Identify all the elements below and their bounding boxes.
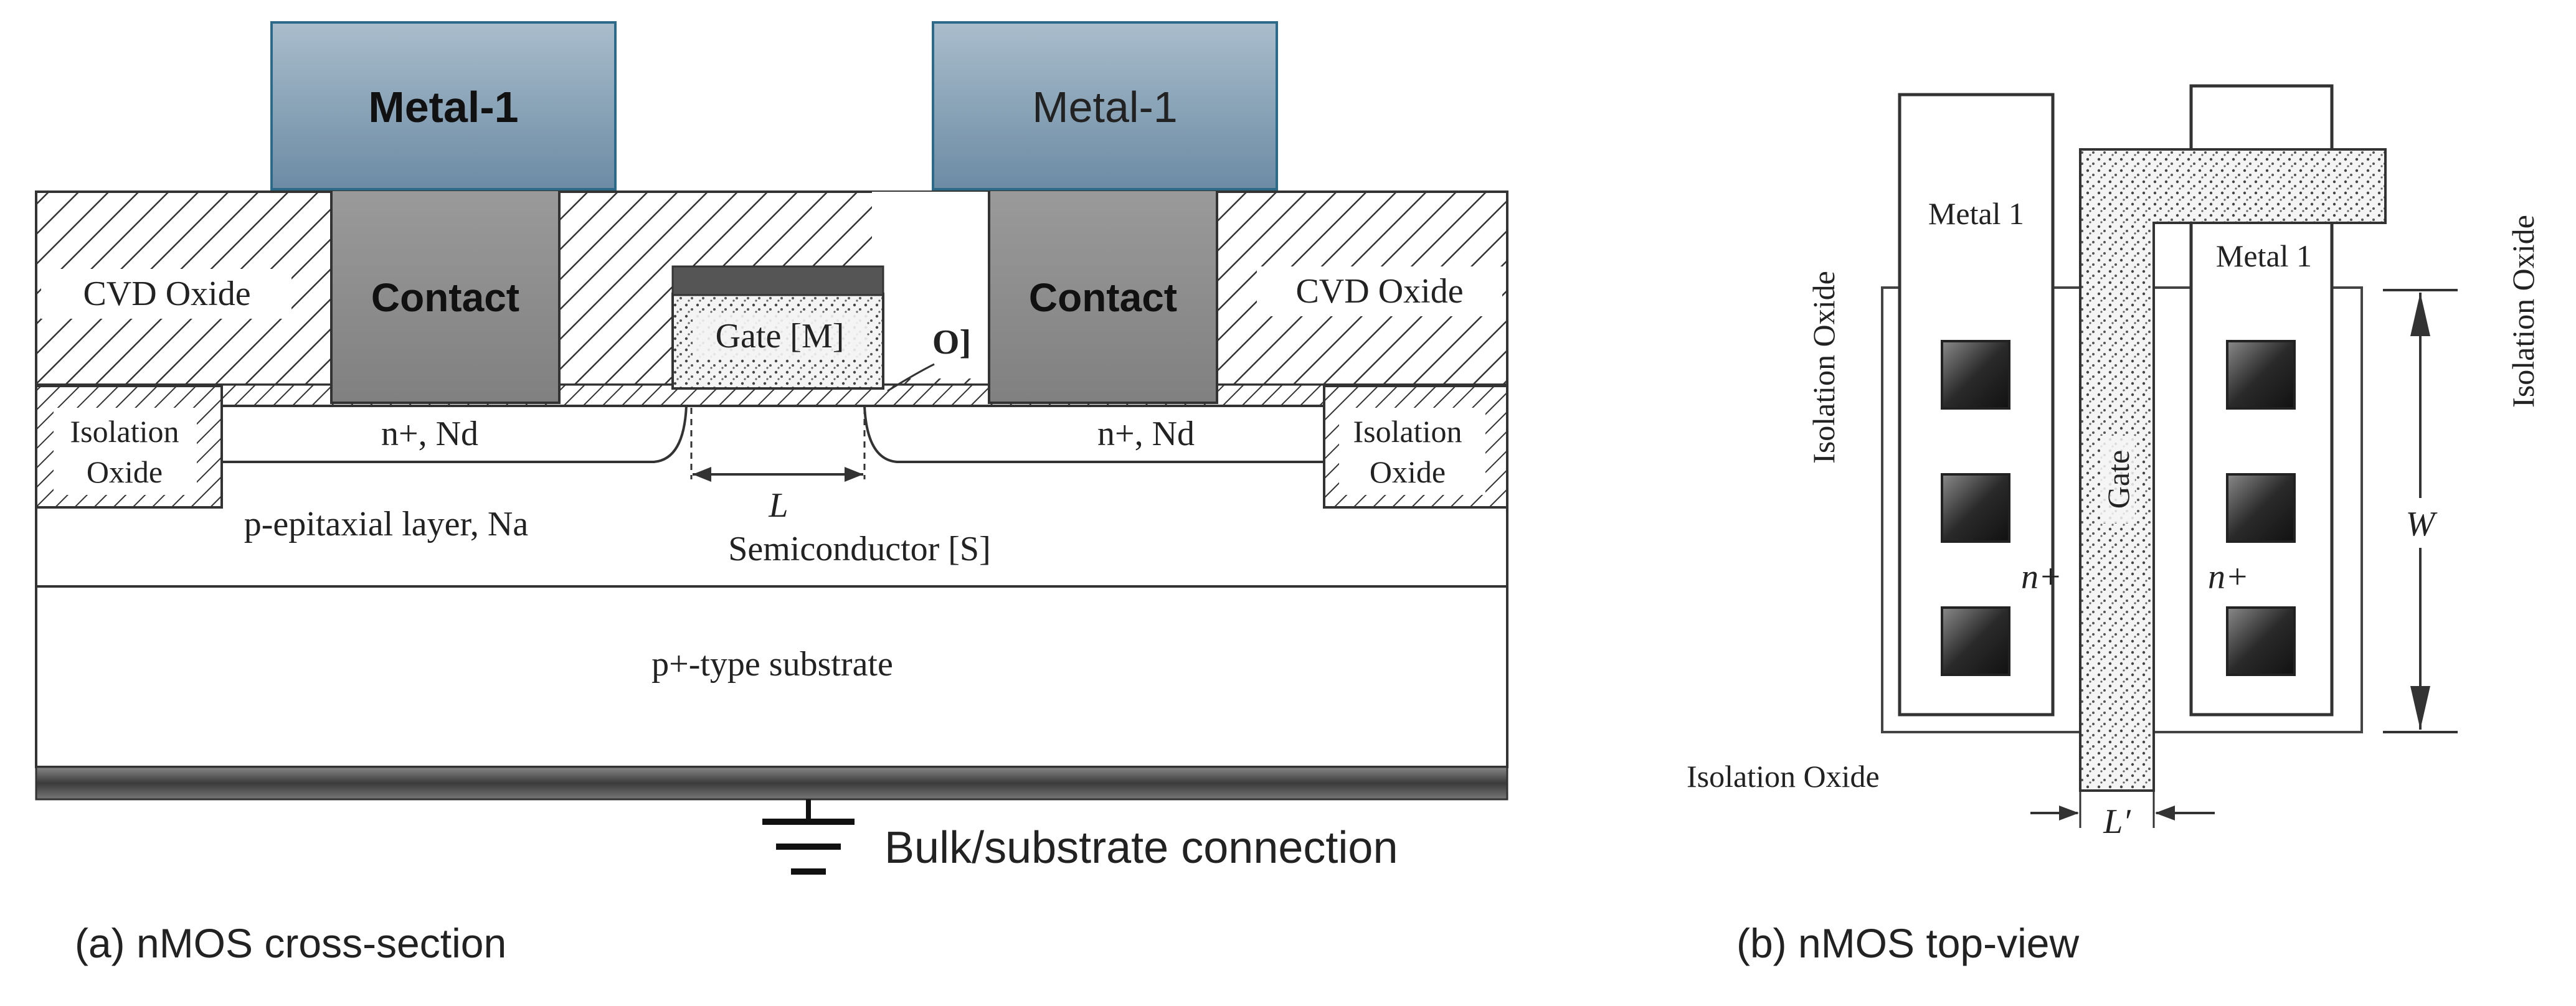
gate-label: Gate [M]	[716, 317, 845, 355]
cvd-oxide-right-label: CVD Oxide	[1295, 272, 1463, 311]
cvd-right-bg	[1257, 266, 1502, 316]
channel-arrow-head-left	[693, 467, 711, 482]
gate-label-bg	[693, 314, 867, 358]
n-plus-left	[220, 405, 688, 463]
contact-right	[988, 189, 1218, 404]
isolation-right-label-2: Oxide	[1370, 454, 1446, 489]
contact-pad-left-1	[1941, 340, 2010, 410]
metal-1-left-label: Metal-1	[368, 83, 518, 131]
contact-pad-left-3	[1941, 606, 2010, 676]
n-plus-right	[863, 405, 1325, 463]
contact-pad-left-2	[1941, 473, 2010, 543]
substrate-body	[35, 585, 1508, 768]
isolation-right-label-1: Isolation	[1353, 414, 1462, 449]
isolation-left-label-2: Oxide	[87, 454, 163, 489]
metal-1-left-strip-label: Metal 1	[1928, 196, 2024, 231]
width-label: W	[2406, 505, 2438, 543]
caption-cross-section: (a) nMOS cross-section	[75, 920, 506, 966]
isolation-label-bg-left	[54, 408, 197, 495]
gate-label-bg-top	[2100, 436, 2135, 523]
contact-left-label: Contact	[371, 275, 519, 320]
ground-icon	[762, 799, 855, 875]
oxide-opening	[872, 192, 990, 378]
gate-length-label: L′	[2103, 802, 2131, 841]
isolation-label-bg-right	[1339, 408, 1485, 495]
metal-1-right-strip-label: Metal 1	[2216, 238, 2312, 273]
bulk-connection-label: Bulk/substrate connection	[884, 823, 1398, 873]
channel-length-label: L	[768, 486, 788, 525]
substrate-contact-bar	[35, 766, 1508, 801]
n-plus-right-top-label: n+	[2208, 558, 2249, 596]
caption-top-view: (b) nMOS top-view	[1736, 920, 2079, 966]
oxide-pointer	[887, 363, 935, 392]
isolation-top-right-label: Isolation Oxide	[2506, 215, 2540, 408]
n-plus-left-top-label: n+	[2021, 558, 2062, 596]
cross-section: Isolation Oxide Isolation Oxide n+, Nd n…	[35, 21, 1508, 966]
contact-right-label: Contact	[1029, 275, 1177, 320]
contact-pad-right-2	[2226, 473, 2296, 543]
metal-right-label-bg	[2194, 237, 2329, 274]
metal-1-left	[270, 21, 617, 190]
contact-pad-right-1	[2226, 340, 2296, 410]
epi-layer-label: p-epitaxial layer, Na	[244, 505, 529, 543]
contact-left	[330, 189, 561, 404]
metal-1-right	[932, 21, 1278, 190]
gate-cap	[671, 265, 884, 296]
isolation-left-label-1: Isolation	[70, 414, 179, 449]
isolation-bottom-label: Isolation Oxide	[1687, 759, 1880, 794]
n-plus-right-label: n+, Nd	[1097, 415, 1195, 453]
gate-top-label: Gate	[2101, 450, 2136, 509]
semiconductor-label: Semiconductor [S]	[728, 530, 990, 568]
substrate-label: p+-type substrate	[651, 645, 893, 684]
channel-arrow-head-right	[845, 467, 863, 482]
n-plus-left-label: n+, Nd	[381, 415, 478, 453]
w-arrow-down	[2410, 686, 2430, 730]
lprime-arrow-right-head	[2155, 806, 2175, 820]
w-arrow-up	[2410, 293, 2430, 336]
oxide-label: O]	[932, 323, 971, 362]
cvd-left-bg	[41, 269, 291, 319]
cvd-oxide-left-label: CVD Oxide	[83, 275, 250, 313]
isolation-top-left-label: Isolation Oxide	[1806, 271, 1841, 464]
metal-1-right-label: Metal-1	[1032, 83, 1177, 131]
top-view: Metal 1 Metal 1 n+ n+ Gate Isolation Oxi…	[1687, 84, 2540, 966]
lprime-arrow-left-head	[2059, 806, 2079, 820]
contact-pad-right-3	[2226, 606, 2296, 676]
